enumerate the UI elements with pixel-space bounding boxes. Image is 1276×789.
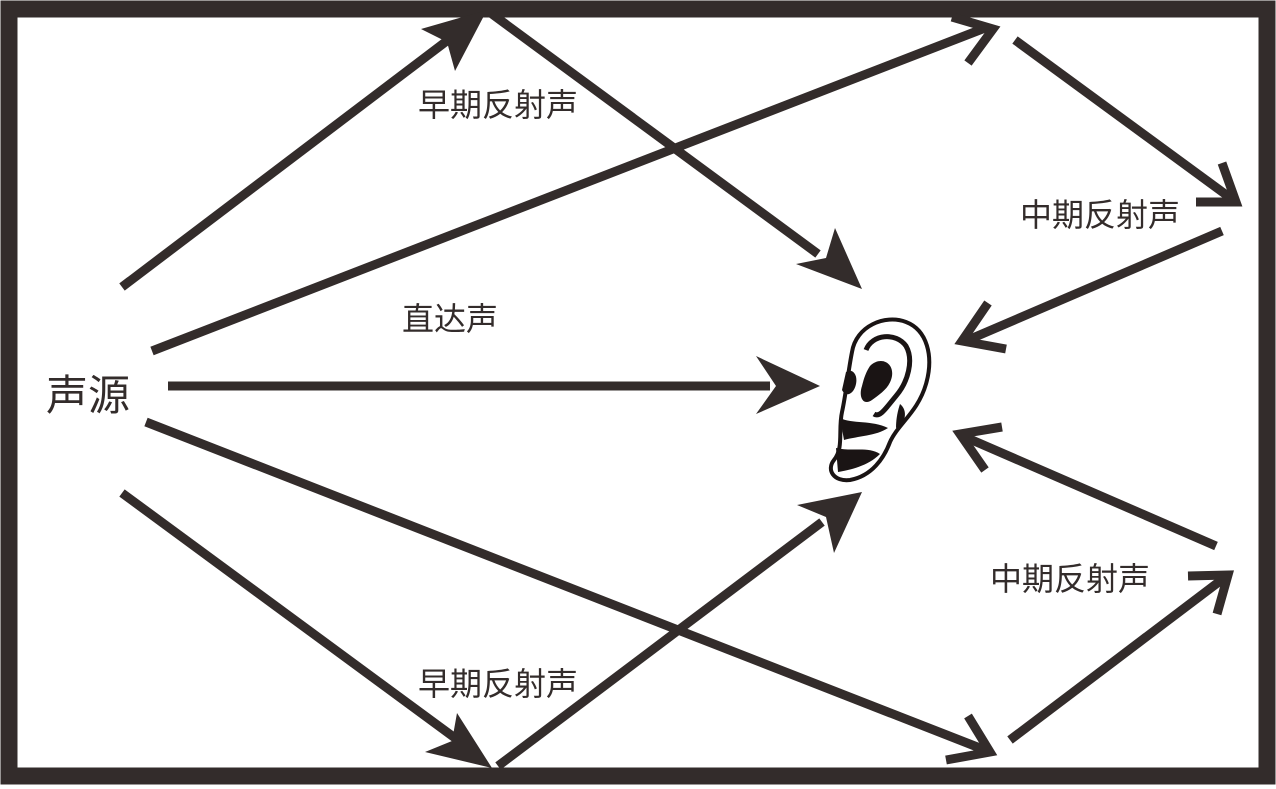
- early-reflection-top-incident-line: [119, 33, 455, 291]
- early-reflection-top-reflected-arrowhead: [796, 228, 862, 289]
- mid-reflection-top-label: 中期反射声: [1020, 196, 1180, 234]
- sound-source-label: 声源: [46, 371, 130, 420]
- early-reflection-bottom-label: 早期反射声: [418, 665, 578, 703]
- direct-sound-arrowhead: [756, 356, 820, 414]
- mid-reflection-bottom-label: 中期反射声: [990, 560, 1150, 598]
- ear-icon: [828, 317, 932, 483]
- mid-reflection-top-incident-arrowhead: [950, 12, 1001, 66]
- early-reflection-bottom-incident-line: [119, 489, 458, 742]
- mid-reflection-top-incident-line: [150, 23, 987, 356]
- mid-reflection-top-reflected-line: [966, 226, 1224, 345]
- early-reflection-top-reflected-line: [489, 10, 821, 258]
- mid-reflection-bottom-incident-line: [144, 417, 987, 755]
- mid-reflection-bottom-reflected-line: [963, 432, 1218, 551]
- mid-reflection-bottom-corner-line: [1007, 571, 1231, 744]
- mid-reflection-bottom-incident-arrowhead: [945, 713, 998, 765]
- early-reflection-top-incident-arrowhead: [421, 10, 487, 71]
- mid-reflection-bottom-reflected-arrowhead: [952, 422, 1003, 473]
- mid-reflection-top-reflected-arrowhead: [954, 300, 1007, 354]
- direct-sound-label: 直达声: [402, 300, 498, 338]
- early-reflection-bottom-reflected-arrowhead: [797, 492, 862, 553]
- early-reflection-top-label: 早期反射声: [418, 86, 578, 124]
- mid-reflection-top-corner-arrowhead: [1196, 161, 1243, 207]
- mid-reflection-bottom-corner-arrowhead: [1187, 570, 1234, 616]
- mid-reflection-top-corner-line: [1012, 36, 1239, 206]
- early-reflection-bottom-incident-arrowhead: [425, 713, 492, 768]
- early-reflection-bottom-reflected-line: [495, 518, 825, 770]
